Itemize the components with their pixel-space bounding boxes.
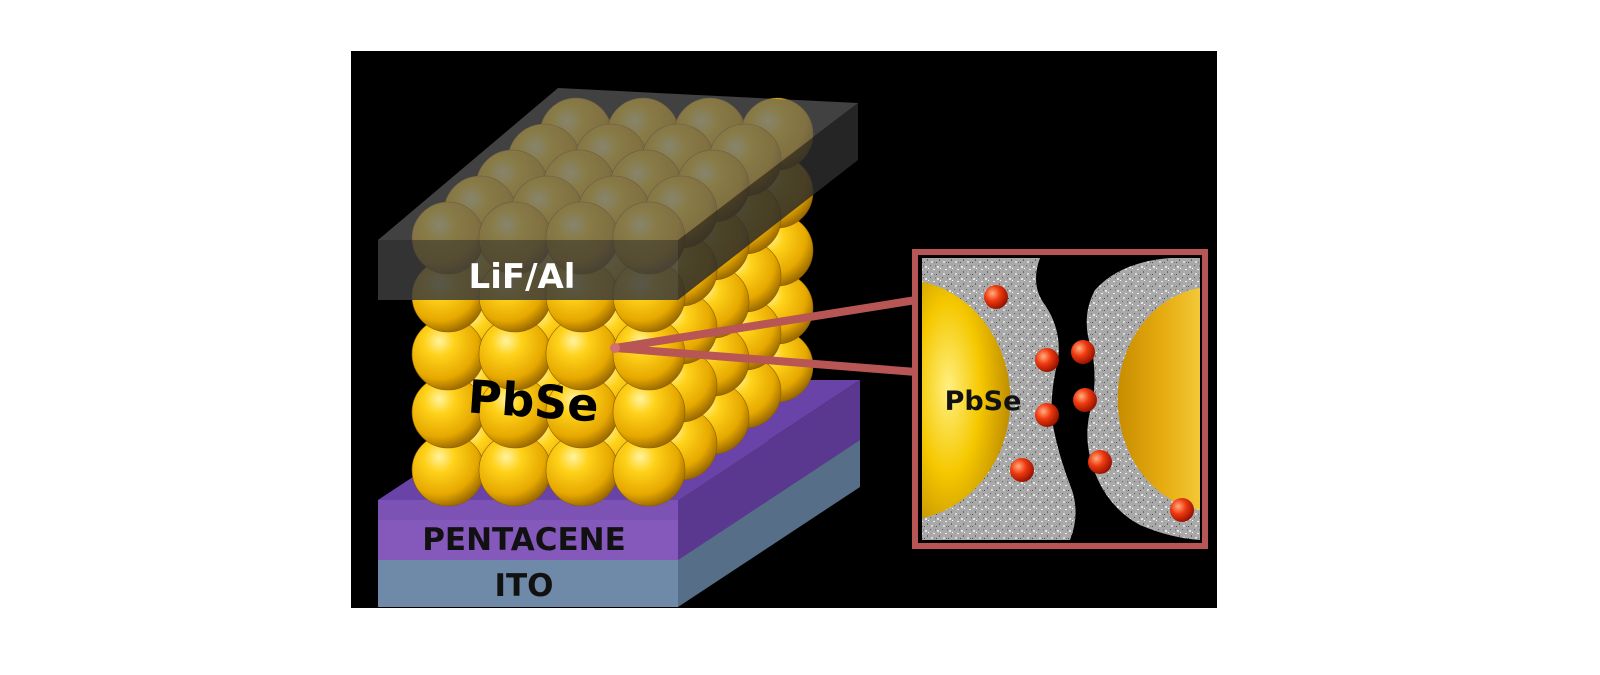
lif-al-label: LiF/Al xyxy=(469,257,576,297)
ligand-dot xyxy=(1010,458,1034,482)
zoom-callout xyxy=(610,296,917,376)
ligand-dot xyxy=(984,285,1008,309)
ito-label: ITO xyxy=(494,568,553,604)
pbse-particle-right xyxy=(1117,288,1200,510)
lif-al-electrode xyxy=(378,88,858,300)
ligand-dot xyxy=(1170,498,1194,522)
ligand-dot xyxy=(1088,450,1112,474)
inset-panel: PbSe xyxy=(912,249,1208,549)
ligand-dot xyxy=(1073,388,1097,412)
pentacene-label: PENTACENE xyxy=(422,522,626,558)
ligand-dots xyxy=(984,285,1194,522)
inset-pbse-label: PbSe xyxy=(945,386,1022,417)
ligand-dot xyxy=(1035,403,1059,427)
pbse-label: PbSe xyxy=(466,370,600,433)
ligand-dot xyxy=(1035,348,1059,372)
inset-frame xyxy=(912,249,1208,549)
pbse-particle-left xyxy=(922,282,1011,518)
ligand-dot xyxy=(1071,340,1095,364)
